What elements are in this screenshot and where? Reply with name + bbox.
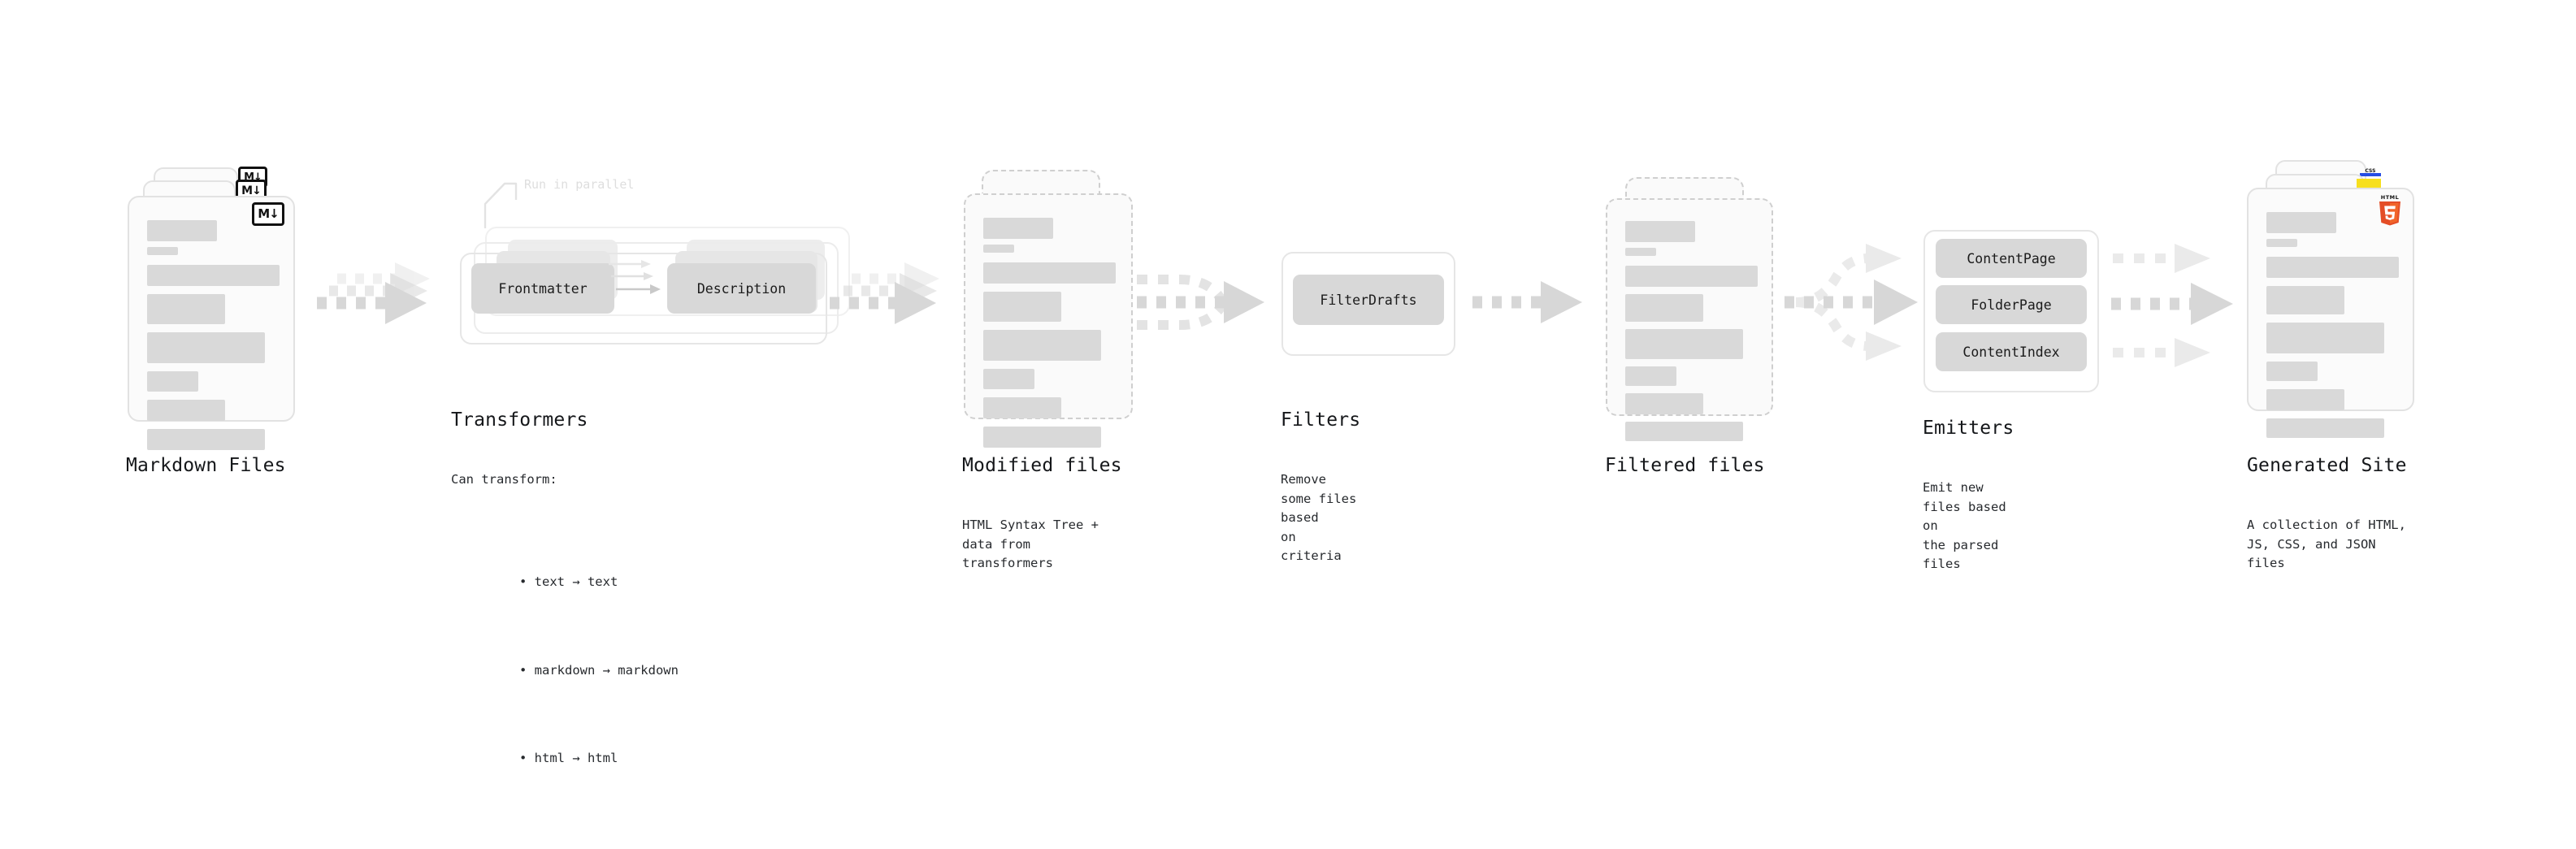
transformers-bullet-list: • text → text • markdown → markdown • ht…: [451, 523, 679, 819]
stage-title: Filters: [1281, 409, 1361, 431]
transformers-bullet-1: markdown → markdown: [534, 662, 679, 678]
modified-files-caption: Modified files HTML Syntax Tree + data f…: [962, 424, 1122, 604]
filtered-files-caption: Filtered files: [1605, 424, 1765, 507]
pipeline-diagram: M↓ M↓ M↓ Markdown Files Frontmatter Desc…: [126, 160, 2414, 765]
transformers-caption: Transformers Can transform: • text → tex…: [451, 379, 679, 849]
modified-card-front: [964, 193, 1133, 448]
transformers-bullet-0: text → text: [534, 574, 618, 590]
markdown-icon-arrow: ↓: [254, 171, 262, 184]
generated-site-caption: Generated Site A collection of HTML, JS,…: [2247, 424, 2407, 604]
transformers-bullet-2: html → html: [534, 751, 618, 766]
transformer-chip-frontmatter[interactable]: Frontmatter: [471, 263, 614, 314]
emitters-chip-folderpage[interactable]: FolderPage: [1936, 285, 2087, 324]
markdown-icon-letter: M: [241, 184, 253, 197]
css3-icon-svg: CSS: [2360, 168, 2381, 176]
markdown-icon: M↓: [252, 202, 284, 226]
filtered-doc-lines: [1625, 221, 1758, 447]
bullet-marker: •: [511, 662, 535, 678]
stage-subtitle: Remove some files based on criteria: [1281, 472, 1357, 564]
connector-modified-to-filters: [1137, 275, 1264, 330]
connector-emitters-to-site: [2111, 244, 2233, 367]
site-card-front: [2247, 188, 2414, 438]
svg-text:CSS: CSS: [2366, 168, 2376, 174]
markdown-icon-arrow: ↓: [269, 206, 280, 221]
stage-subtitle: HTML Syntax Tree + data from transformer…: [962, 518, 1099, 571]
modified-doc-lines: [983, 218, 1116, 453]
svg-text:HTML: HTML: [2381, 194, 2399, 201]
emitters-chip-contentindex[interactable]: ContentIndex: [1936, 332, 2087, 371]
site-doc-lines: [2266, 212, 2399, 444]
css3-icon: CSS: [2360, 164, 2381, 176]
html5-icon-svg: HTML: [2379, 194, 2400, 226]
connector-filtered-to-emitters: [1785, 244, 1918, 361]
stage-subtitle: Can transform:: [451, 472, 557, 487]
stage-subtitle: A collection of HTML, JS, CSS, and JSON …: [2247, 518, 2406, 571]
markdown-icon-letter: M: [258, 206, 270, 221]
stage-title: Filtered files: [1605, 455, 1765, 476]
stage-subtitle: Emit new files based on the parsed files: [1923, 480, 2006, 572]
transformers-parallel-annotation: Run in parallel: [524, 177, 635, 192]
markdown-icon-arrow: ↓: [252, 184, 262, 197]
emitters-caption: Emitters Emit new files based on the par…: [1923, 387, 2014, 605]
connector-markdown-to-transformers: [317, 262, 430, 324]
transformer-chip-description[interactable]: Description: [667, 263, 816, 314]
filters-chip-filterdrafts[interactable]: FilterDrafts: [1293, 275, 1444, 325]
stage-title: Modified files: [962, 455, 1122, 476]
bullet-marker: •: [511, 574, 535, 590]
filters-caption: Filters Remove some files based on crite…: [1281, 379, 1360, 597]
connector-filters-to-filtered: [1472, 281, 1582, 323]
markdown-card-front: [128, 196, 295, 450]
stage-title: Generated Site: [2247, 455, 2407, 476]
bullet-marker: •: [511, 751, 535, 766]
transformer-layer-front: [460, 253, 827, 344]
stage-title: Emitters: [1923, 418, 2014, 439]
markdown-files-caption: Markdown Files: [126, 424, 286, 507]
emitters-chip-contentpage[interactable]: ContentPage: [1936, 239, 2087, 278]
markdown-doc-lines: [147, 220, 280, 456]
stage-title: Markdown Files: [126, 455, 286, 476]
html5-icon: HTML: [2376, 193, 2404, 226]
stage-title: Transformers: [451, 409, 588, 431]
filtered-card-front: [1606, 198, 1773, 441]
